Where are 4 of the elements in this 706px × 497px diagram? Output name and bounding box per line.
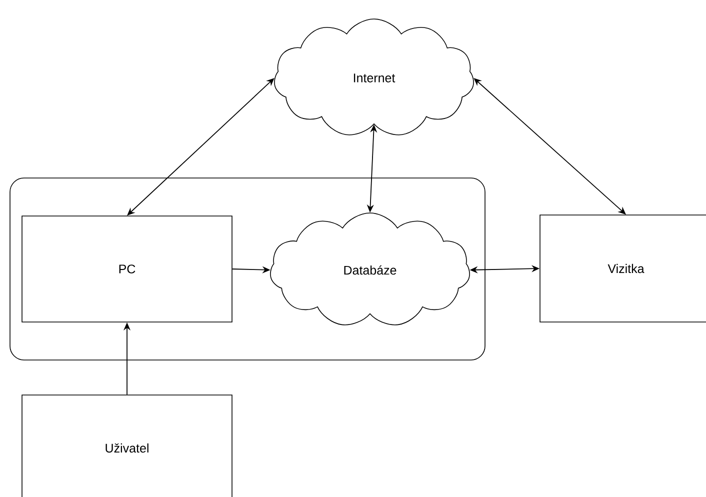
group-frame	[10, 178, 486, 360]
process-box: Uživatel	[22, 394, 232, 497]
process-box: PC	[22, 216, 232, 322]
process-box: Vizitka	[540, 214, 706, 322]
